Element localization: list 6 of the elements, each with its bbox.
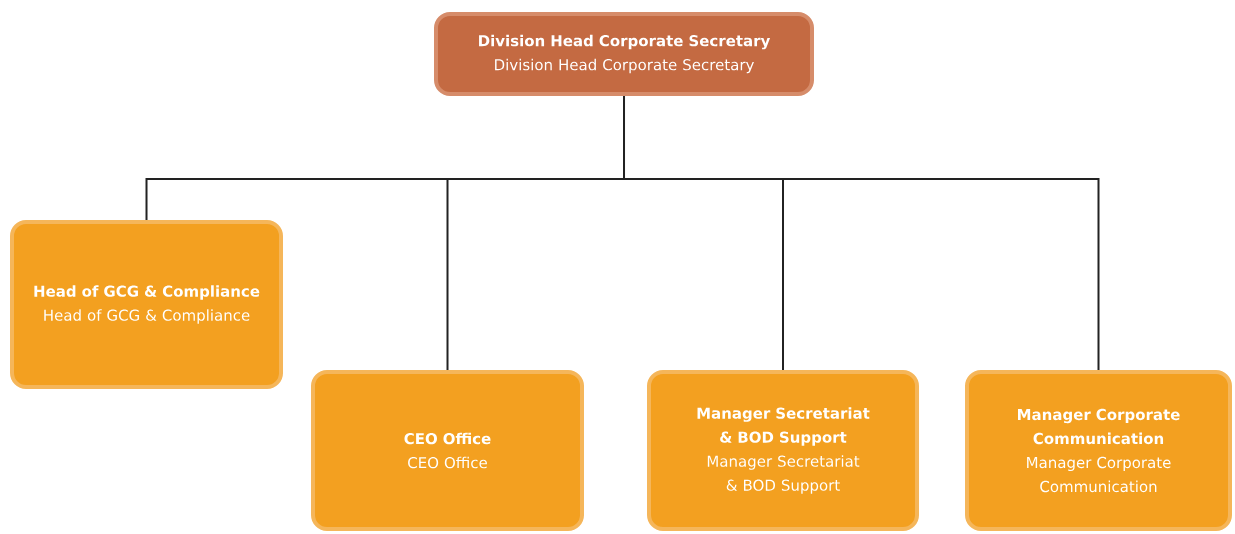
connector-line [623, 95, 1100, 371]
org-box: Division Head Corporate Secretary Division Head Corporate Secretary [434, 12, 814, 96]
org-box: Manager Corporate Communication Manager Corporate Communication [965, 370, 1232, 531]
org-box: CEO Office CEO Office [311, 370, 584, 531]
org-box: Head of GCG & Compliance Head of GCG & Compliance [10, 220, 283, 389]
org-box: Manager Secretariat & BOD Support Manager Secretariat & BOD Support [647, 370, 919, 531]
